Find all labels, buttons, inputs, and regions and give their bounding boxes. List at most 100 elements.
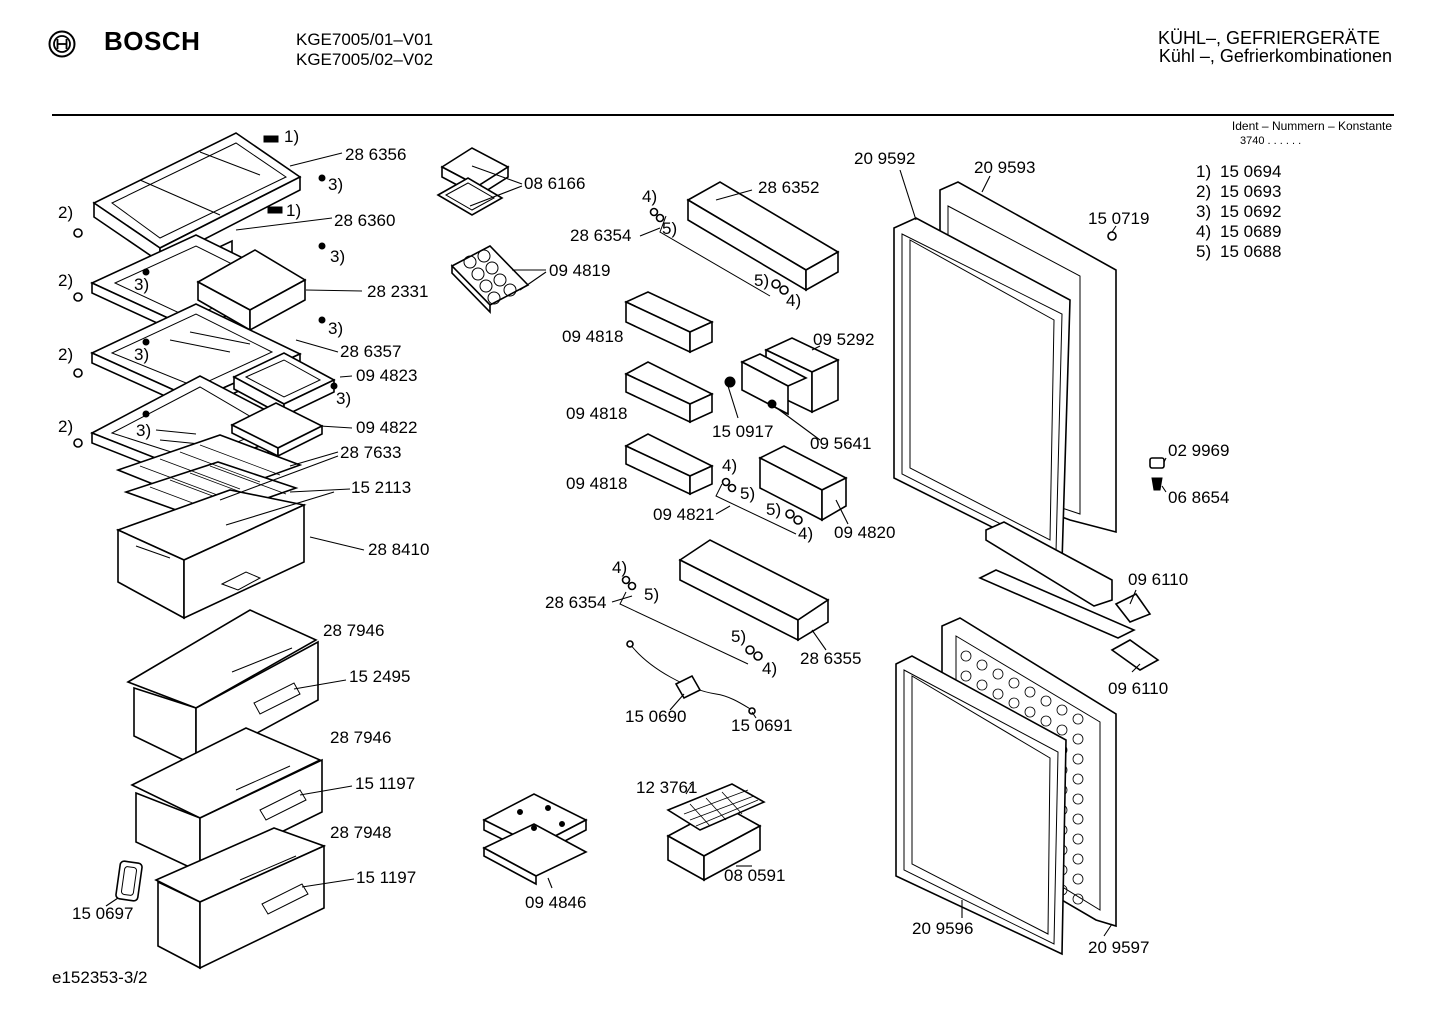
wire-sensor-150690 (626, 640, 756, 715)
screws-middle (621, 207, 803, 661)
leader-lines-right (899, 169, 1167, 937)
mark-3a: 3) (328, 175, 343, 194)
crisper-drawer-middle (130, 727, 323, 874)
callout-209592: 20 9592 (854, 149, 915, 168)
callout-094818c: 09 4818 (566, 474, 627, 493)
mark-1b: 1) (286, 201, 301, 220)
brand-name: BOSCH (104, 26, 201, 56)
legend: 1) 15 0694 2) 15 0693 3) 15 0692 4) 15 0… (1196, 162, 1281, 261)
legend-part-1: 15 0694 (1220, 162, 1281, 181)
mark-4f: 4) (762, 659, 777, 678)
legend-key-3: 3) (1196, 202, 1211, 221)
document-title: KÜHL–, GEFRIERGERÄTE (1157, 28, 1380, 48)
callout-094820: 09 4820 (834, 523, 895, 542)
ice-cube-box-080591 (666, 783, 766, 882)
callout-286354a: 28 6354 (570, 226, 631, 245)
mark-3b: 3) (330, 247, 345, 266)
mark-4d: 4) (798, 524, 813, 543)
callout-209593: 20 9593 (974, 158, 1035, 177)
clip-icons (73, 174, 338, 448)
callout-094822: 09 4822 (356, 418, 417, 437)
leader-lines-middle (469, 165, 849, 889)
callout-150690: 15 0690 (625, 707, 686, 726)
callout-086166: 08 6166 (524, 174, 585, 193)
labels-right: 20 9592 20 9593 15 0719 02 9969 06 8654 … (854, 149, 1229, 957)
callout-151197a: 15 1197 (355, 774, 415, 793)
callout-094823: 09 4823 (356, 366, 417, 385)
mark-4c: 4) (722, 456, 737, 475)
callout-288410: 28 8410 (368, 540, 429, 559)
mark-2d: 2) (58, 417, 73, 436)
labels-left: 28 6356 28 6360 28 2331 28 6357 09 4823 … (58, 127, 429, 923)
holder-095292 (724, 337, 840, 416)
callout-096110a: 09 6110 (1128, 570, 1188, 589)
callout-282331: 28 2331 (367, 282, 428, 301)
legend-part-5: 15 0688 (1220, 242, 1281, 261)
callout-287948: 28 7948 (330, 823, 391, 842)
labels-middle: 08 6166 09 4819 28 6352 28 6354 09 4818 … (524, 174, 895, 912)
door-rack-094820 (715, 445, 848, 535)
callout-286352: 28 6352 (758, 178, 819, 197)
small-parts-right (1107, 231, 1165, 491)
mark-5e: 5) (644, 585, 659, 604)
callout-152113: 15 2113 (351, 478, 411, 497)
ice-tray-094846 (482, 793, 588, 886)
door-racks-094818 (624, 291, 714, 496)
callout-287946a: 28 7946 (323, 621, 384, 640)
legend-key-2: 2) (1196, 182, 1211, 201)
header-divider (52, 114, 1394, 116)
handle-150697 (115, 860, 143, 902)
callout-094821: 09 4821 (653, 505, 714, 524)
callout-095292: 09 5292 (813, 330, 874, 349)
callout-068654: 06 8654 (1168, 488, 1229, 507)
callout-209597: 20 9597 (1088, 938, 1149, 957)
callout-150691: 15 0691 (731, 716, 792, 735)
model-number-2: KGE7005/02–V02 (296, 50, 434, 69)
document-subtitle: Kühl –, Gefrierkombinationen (1158, 46, 1392, 66)
callout-152495: 15 2495 (349, 667, 410, 686)
callout-150917: 15 0917 (712, 422, 773, 441)
egg-tray-094819 (450, 245, 530, 314)
callout-287633: 28 7633 (340, 443, 401, 462)
mark-5b: 5) (754, 271, 769, 290)
mark-5f: 5) (731, 627, 746, 646)
mark-4a: 4) (642, 187, 657, 206)
hinge-plate (978, 521, 1136, 639)
legend-key-1: 1) (1196, 162, 1211, 181)
ident-label: Ident – Nummern – Konstante (1231, 119, 1392, 133)
bosch-logo-icon (48, 30, 76, 58)
mark-5d: 5) (766, 500, 781, 519)
legend-part-2: 15 0693 (1220, 182, 1281, 201)
callout-286355: 28 6355 (800, 649, 861, 668)
mark-4e: 4) (612, 558, 627, 577)
drawing-id: e152353-3/2 (52, 968, 148, 987)
callout-094846: 09 4846 (525, 893, 586, 912)
callout-094819: 09 4819 (549, 261, 610, 280)
legend-part-4: 15 0689 (1220, 222, 1281, 241)
mark-5a: 5) (662, 219, 677, 238)
mark-2a: 2) (58, 203, 73, 222)
callout-096110b: 09 6110 (1108, 679, 1168, 698)
freezer-grids-287633 (115, 434, 303, 521)
callout-151197b: 15 1197 (356, 868, 416, 887)
mark-4b: 4) (786, 291, 801, 310)
leader-lines-left (105, 152, 365, 907)
callout-287946b: 28 7946 (330, 728, 391, 747)
mark-3c: 3) (328, 319, 343, 338)
legend-part-3: 15 0692 (1220, 202, 1281, 221)
mark-2c: 2) (58, 345, 73, 364)
callout-094818a: 09 4818 (562, 327, 623, 346)
mark-5c: 5) (740, 484, 755, 503)
callout-150697: 15 0697 (72, 904, 133, 923)
door-gasket-209596 (895, 655, 1067, 956)
callout-094818b: 09 4818 (566, 404, 627, 423)
callout-150719: 15 0719 (1088, 209, 1149, 228)
model-number-1: KGE7005/01–V01 (296, 30, 434, 49)
freezer-drawer-288410 (115, 489, 307, 620)
door-shelf-286352 (659, 181, 840, 297)
crisper-drawer-lower (154, 827, 327, 970)
callout-286354b: 28 6354 (545, 593, 606, 612)
callout-080591: 08 0591 (724, 866, 785, 885)
callout-095641: 09 5641 (810, 434, 871, 453)
